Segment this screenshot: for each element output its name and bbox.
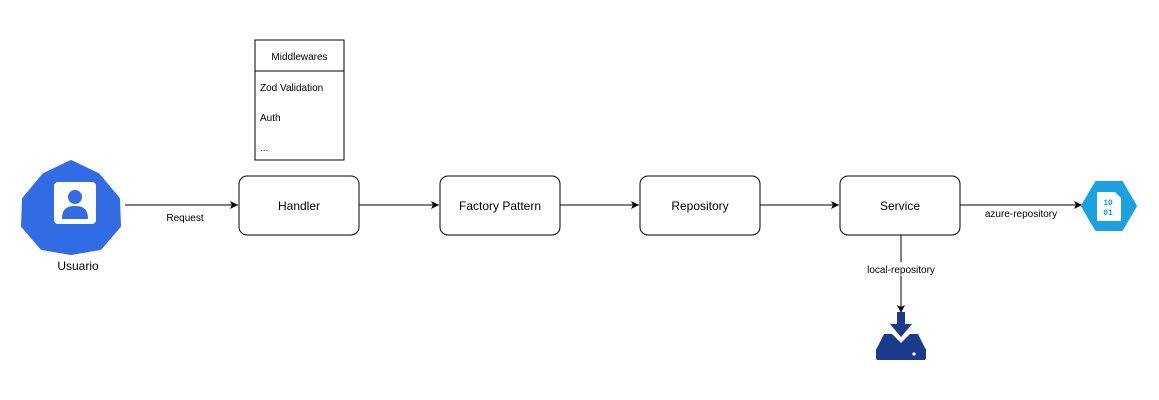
middlewares-title: Middlewares xyxy=(271,52,327,63)
middleware-item-auth: Auth xyxy=(260,113,281,124)
blob-glyph-top: 10 xyxy=(1103,199,1113,208)
user-node: Usuario xyxy=(21,160,121,273)
repository-label: Repository xyxy=(671,199,728,213)
middlewares-box: Middlewares Zod Validation Auth ... xyxy=(254,39,345,161)
factory-pattern-label: Factory Pattern xyxy=(459,199,541,213)
middleware-item-zod-validation: Zod Validation xyxy=(260,83,323,94)
azure-blob-storage-icon: 10 01 xyxy=(1081,181,1137,231)
edge-label-local-repository: local-repository xyxy=(867,265,935,276)
repository-node: Repository xyxy=(639,175,761,236)
service-label: Service xyxy=(880,199,920,213)
user-label: Usuario xyxy=(57,259,99,273)
user-icon xyxy=(21,160,121,255)
middleware-item-more: ... xyxy=(260,143,268,154)
service-node: Service xyxy=(839,175,961,236)
handler-node: Handler xyxy=(238,175,360,236)
blob-glyph-bottom: 01 xyxy=(1103,209,1113,218)
edge-label-request: Request xyxy=(166,213,203,224)
factory-pattern-node: Factory Pattern xyxy=(439,175,561,236)
handler-label: Handler xyxy=(278,199,320,213)
local-storage-download-icon xyxy=(876,312,926,360)
edge-label-azure-repository: azure-repository xyxy=(985,209,1057,220)
